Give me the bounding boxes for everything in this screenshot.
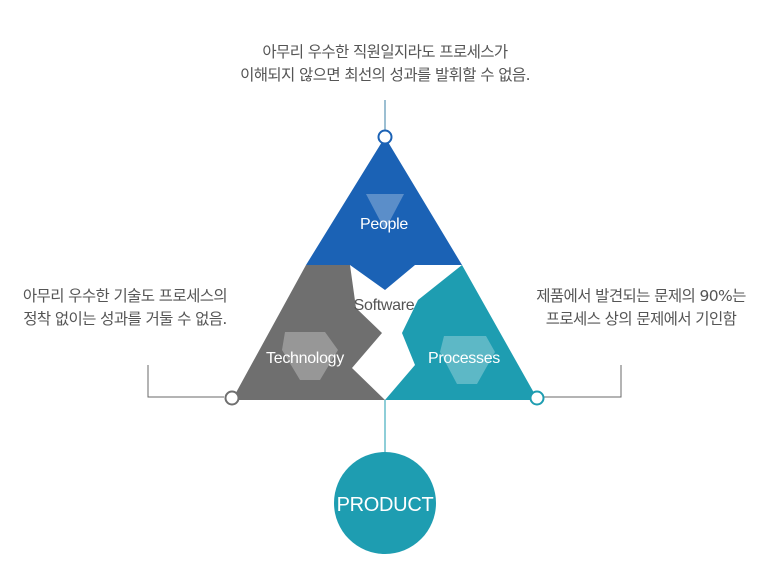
product-label: PRODUCT [337,494,434,516]
processes-gem-icon [440,336,495,384]
processes-caption: 제품에서 발견되는 문제의 90%는 프로세스 상의 문제에서 기인함 [476,285,770,331]
technology-caption: 아무리 우수한 기술도 프로세스의 정착 없이는 성과를 거둘 수 없음. [0,285,290,331]
connector-right [544,365,622,398]
technology-segment [232,265,385,400]
processes-segment [385,265,538,400]
people-caption-line-2: 이해되지 않으면 최선의 성과를 발휘할 수 없음. [240,66,530,84]
people-gem-icon [366,194,404,230]
processes-caption-line-1: 제품에서 발견되는 문제의 90%는 [536,287,746,305]
processes-caption-line-2: 프로세스 상의 문제에서 기인함 [545,310,737,328]
people-caption-line-1: 아무리 우수한 직원일지라도 프로세스가 [262,43,508,61]
technology-caption-line-2: 정착 없이는 성과를 거둘 수 없음. [23,310,227,328]
vertex-left-marker [224,390,240,406]
connector-left [147,365,224,398]
product-circle [334,452,436,554]
technology-label: Technology [266,350,344,367]
technology-gem-icon [282,332,338,380]
processes-label: Processes [428,350,500,367]
software-label: Software [354,297,415,314]
technology-caption-line-1: 아무리 우수한 기술도 프로세스의 [22,287,228,305]
people-segment [306,137,462,290]
vertex-top-marker [377,129,393,145]
vertex-right-marker [529,390,545,406]
people-caption: 아무리 우수한 직원일지라도 프로세스가 이해되지 않으면 최선의 성과를 발휘… [150,41,620,87]
people-label: People [360,216,408,233]
